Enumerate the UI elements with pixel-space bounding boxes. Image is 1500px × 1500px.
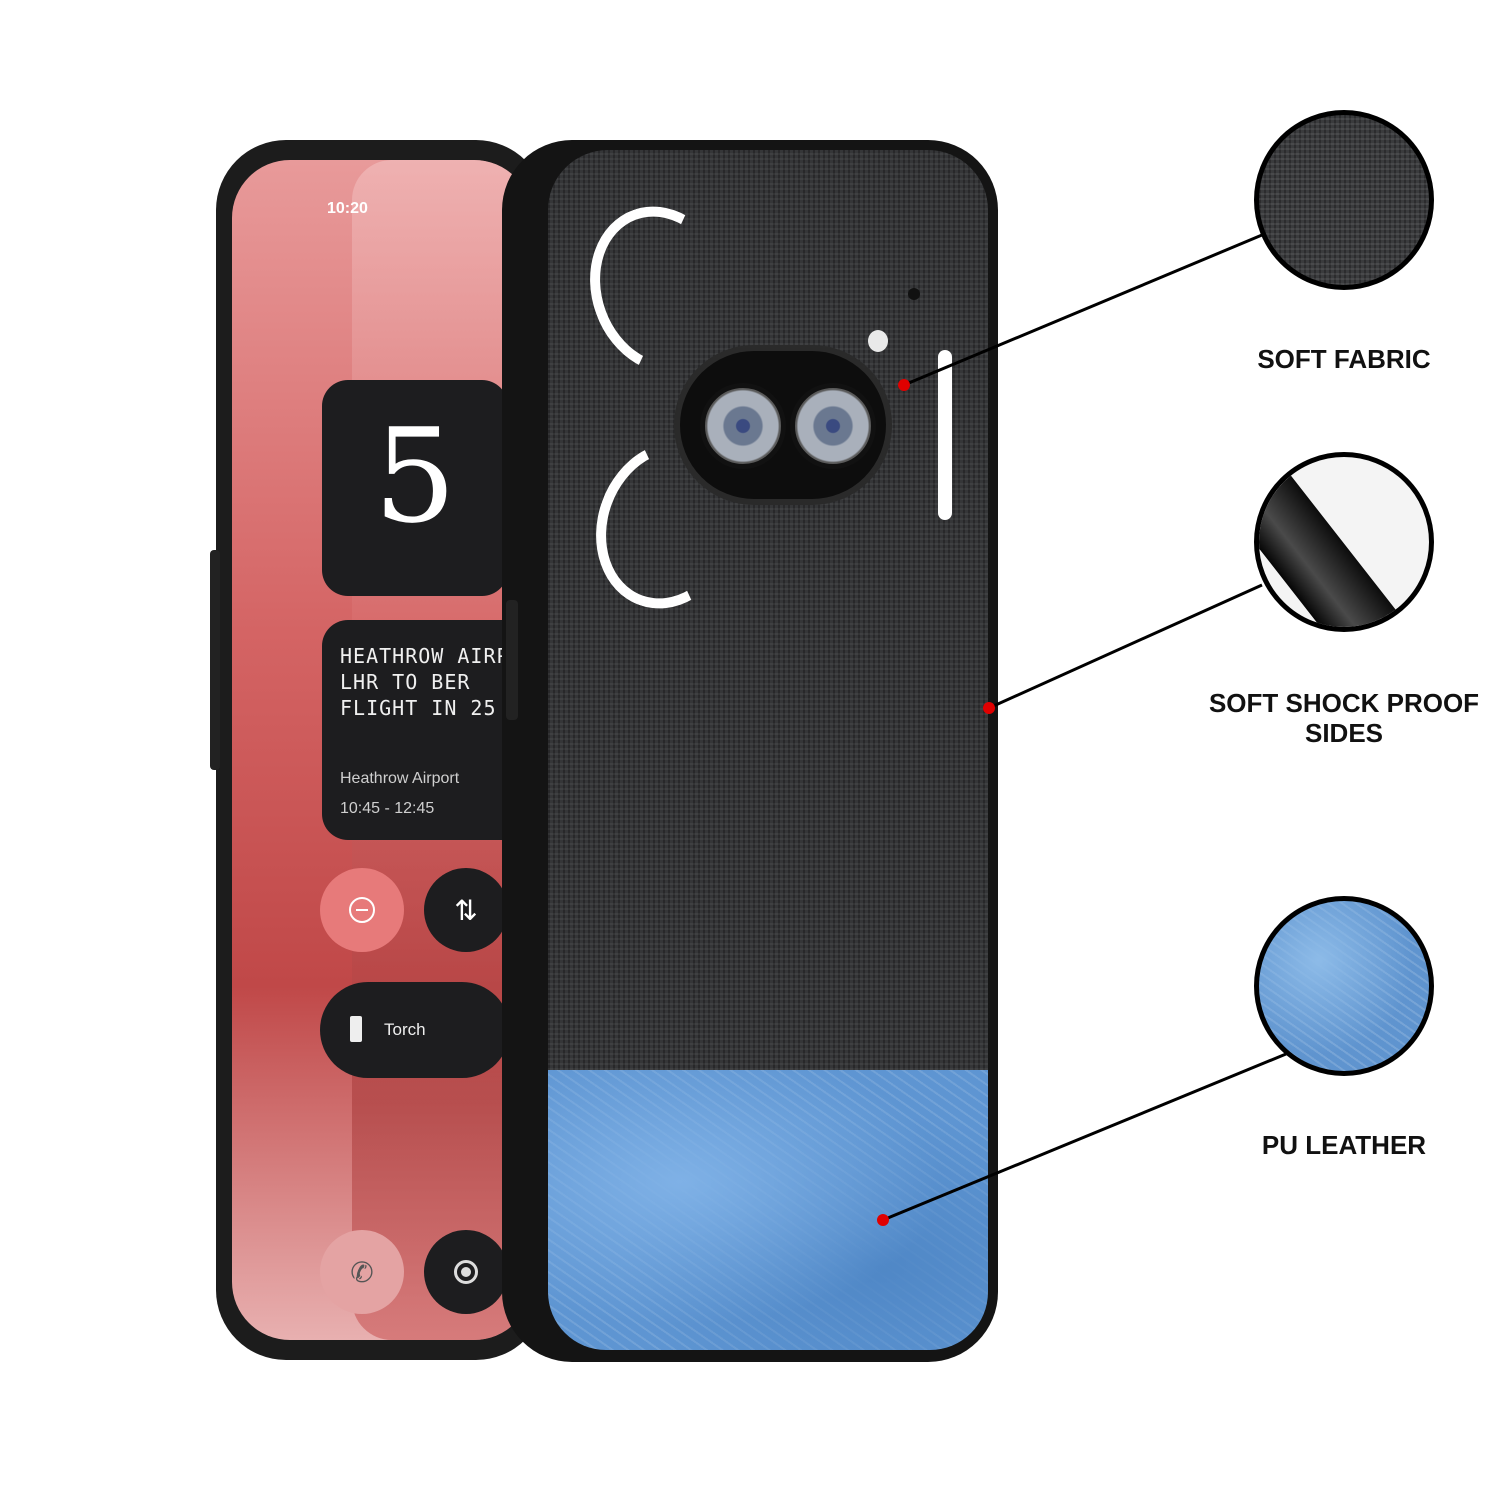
glyph-cutout-side (938, 350, 952, 520)
front-phone-case: 10:20 5 HEATHROW AIRPOR LHR TO BER FLIGH… (210, 140, 546, 1360)
flight-widget[interactable]: HEATHROW AIRPOR LHR TO BER FLIGHT IN 25 … (322, 620, 532, 840)
status-time: 10:20 (327, 200, 368, 217)
feature-label-fabric: SOFT FABRIC (1257, 344, 1431, 374)
camera-lens-icon (790, 383, 876, 469)
feature-label-leather: PU LEATHER (1261, 1130, 1427, 1160)
clock-digit: 5 (373, 400, 457, 552)
mobile-data-button[interactable]: ⇅ (424, 868, 508, 952)
case-edge-closeup (1259, 457, 1429, 627)
do-not-disturb-button[interactable] (320, 868, 404, 952)
phone-icon: ✆ (350, 1256, 374, 1288)
chrome-icon (454, 1260, 478, 1284)
leader-line-leather (882, 1052, 1287, 1222)
camera-module (674, 345, 892, 505)
torch-icon (350, 1016, 362, 1042)
flash-icon (868, 330, 888, 352)
fabric-panel (548, 150, 988, 1070)
torch-toggle[interactable]: Torch (320, 982, 510, 1078)
leader-dot-sides (983, 702, 995, 714)
flight-line: HEATHROW AIRPOR (340, 644, 532, 668)
leather-texture-icon (1254, 896, 1434, 1076)
flight-line: FLIGHT IN 25 MIN (340, 696, 532, 720)
leader-line-sides (988, 583, 1263, 710)
flight-location: Heathrow Airport (340, 770, 460, 787)
browser-app-button[interactable] (424, 1230, 508, 1314)
data-arrows-icon: ⇅ (454, 894, 478, 926)
clock-widget[interactable]: 5 (322, 380, 508, 596)
torch-label: Torch (384, 1020, 426, 1039)
leather-panel (548, 1070, 988, 1350)
fabric-texture-icon (1254, 110, 1434, 290)
phone-app-button[interactable]: ✆ (320, 1230, 404, 1314)
flight-time: 10:45 - 12:45 (340, 800, 435, 817)
camera-lens-icon (700, 383, 786, 469)
leader-dot-fabric (898, 379, 910, 391)
feature-label-sides-line2: SIDES (1304, 718, 1384, 748)
shock-proof-sides-icon (1254, 452, 1434, 632)
minus-circle-icon (349, 897, 375, 923)
flight-line: LHR TO BER (340, 670, 471, 694)
power-button (506, 600, 518, 720)
back-phone-case (502, 140, 998, 1362)
mic-hole-icon (908, 288, 920, 300)
volume-buttons (210, 550, 220, 770)
leader-dot-leather (877, 1214, 889, 1226)
leader-line-fabric (903, 233, 1263, 387)
feature-label-sides: SOFT SHOCK PROOF (1208, 688, 1480, 718)
